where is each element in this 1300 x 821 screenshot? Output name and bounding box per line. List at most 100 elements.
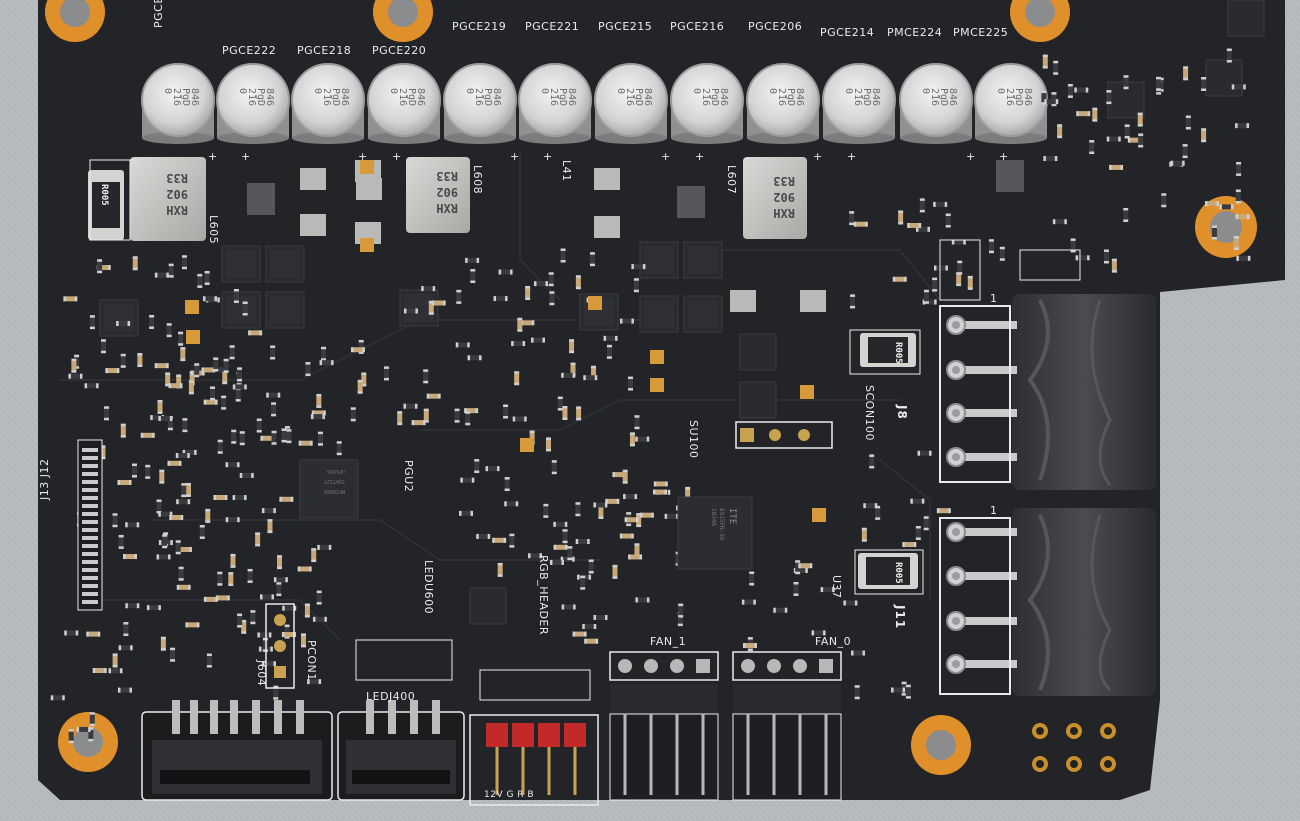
strip-pin: [82, 536, 98, 540]
smd-component: [1138, 133, 1144, 148]
smd-component: [1235, 214, 1250, 220]
smd-component: [853, 221, 868, 227]
smd-component: [1211, 225, 1217, 240]
test-pad: [186, 330, 200, 344]
pcie-connector-j11: [1012, 508, 1156, 696]
smd-component: [465, 257, 480, 263]
smd-component: [411, 420, 426, 426]
label-fan-1: FAN_1: [650, 635, 686, 648]
smd-component: [561, 604, 576, 610]
connector-pin: [252, 700, 260, 734]
smd-component: [869, 454, 875, 469]
small-ic: [739, 381, 777, 419]
smd-component: [1103, 249, 1109, 264]
silkscreen-outline: [355, 639, 453, 681]
mounting-hole: [58, 712, 118, 772]
smd-component: [248, 330, 263, 336]
rgb-pin-labels: 12V G R B: [484, 790, 534, 800]
capacitor-marking: 846: [415, 88, 426, 106]
smd-component: [910, 498, 925, 504]
smd-component: [509, 533, 515, 548]
inductor-text-1: RXH: [436, 201, 458, 215]
smd-component: [210, 386, 216, 401]
test-pad: [812, 508, 826, 522]
smd-component: [749, 571, 755, 586]
smd-component: [213, 494, 228, 500]
smd-component: [350, 407, 356, 422]
smd-component: [225, 462, 240, 468]
smd-component: [553, 521, 568, 527]
smd-component: [217, 439, 223, 454]
smd-component: [305, 362, 311, 377]
smd-component: [1182, 144, 1188, 159]
test-pad: [520, 438, 534, 452]
smd-component: [122, 554, 137, 560]
smd-component: [922, 299, 937, 305]
capacitor-marking: 846: [1022, 88, 1033, 106]
smd-component: [358, 339, 364, 354]
smd-component: [175, 453, 190, 459]
smd-component: [843, 600, 858, 606]
smd-component: [169, 514, 184, 520]
smd-component: [310, 414, 325, 420]
smd-component: [156, 499, 162, 514]
capacitor-marking: 216: [321, 88, 332, 106]
capacitor-marking: PgD: [180, 88, 191, 106]
smd-component: [820, 587, 835, 593]
smd-component: [235, 387, 241, 402]
smd-component: [470, 269, 476, 284]
smd-component: [1075, 255, 1090, 261]
capacitor-marking: 846: [264, 88, 275, 106]
smd-component: [86, 631, 101, 637]
smd-component: [493, 296, 508, 302]
smd-component: [297, 566, 312, 572]
smd-component: [795, 560, 801, 575]
smd-component: [223, 358, 229, 373]
smd-component: [423, 408, 429, 423]
smd-component: [905, 684, 911, 699]
smd-component: [561, 372, 576, 378]
smd-component: [233, 288, 239, 303]
smd-component: [157, 399, 163, 414]
smd-component: [850, 294, 856, 309]
label-l605: L605: [207, 215, 220, 244]
smd-component: [230, 553, 236, 568]
inductor-text-2: 902: [166, 187, 188, 201]
smd-component: [266, 392, 281, 398]
capacitor-marking: PgD: [785, 88, 796, 106]
smd-component: [284, 624, 290, 639]
smd-component: [1185, 115, 1191, 130]
smd-component: [239, 431, 245, 446]
capacitor-marking: 216: [700, 88, 711, 106]
j8-outline: [939, 305, 1011, 483]
inductor-text-3: R33: [436, 169, 458, 183]
smd-component: [237, 367, 243, 382]
smd-component: [531, 337, 545, 343]
smd-component: [154, 272, 169, 278]
smd-component: [137, 353, 143, 368]
smd-component: [181, 255, 187, 270]
smd-component: [182, 449, 197, 455]
smd-component: [580, 575, 586, 590]
smd-components: [50, 48, 1251, 744]
label-ledu600: LEDU600: [422, 560, 435, 614]
capacitor-marking: 0: [843, 88, 854, 94]
pcie-pin: [946, 654, 1017, 674]
smd-component: [104, 406, 110, 421]
smd-component: [1123, 207, 1129, 222]
strip-pin: [82, 472, 98, 476]
smd-component: [286, 429, 292, 444]
smd-component: [312, 616, 327, 622]
smd-component: [636, 513, 642, 528]
smd-component: [915, 226, 930, 232]
smd-component: [557, 396, 563, 411]
smd-component: [149, 314, 155, 329]
label-pgce206: PGCE206: [748, 20, 802, 33]
sata-pins: [172, 700, 440, 734]
smd-component: [628, 376, 634, 391]
smd-component: [593, 502, 608, 508]
